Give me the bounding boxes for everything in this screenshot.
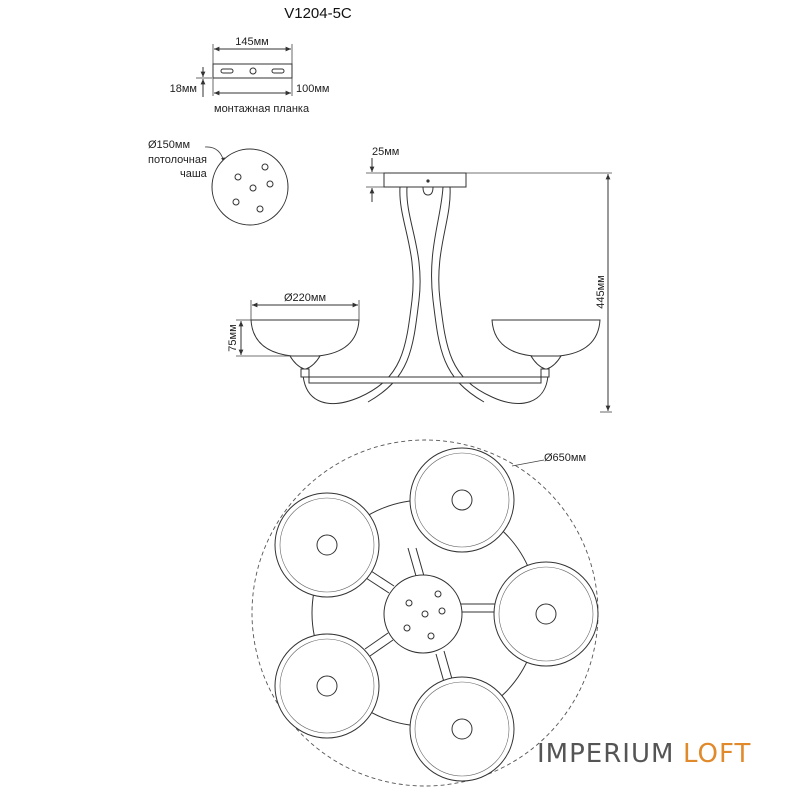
shade-top-5	[409, 676, 515, 782]
canopy-height-label: 25мм	[372, 146, 399, 158]
shade-height-label: 75мм	[227, 324, 239, 351]
stem-left-outer	[302, 186, 414, 404]
side-canopy	[383, 172, 467, 188]
shade-right	[491, 319, 601, 357]
shade-top-3	[493, 561, 599, 667]
canopy-hook	[422, 186, 434, 196]
canopy-hole	[261, 163, 269, 171]
brand-part2: LOFT	[683, 739, 751, 769]
shade-top-1	[409, 447, 515, 553]
canopy-diameter-label: Ø150мм	[148, 139, 190, 151]
shade-left-holder	[289, 355, 321, 370]
canopy-view: Ø150мм потолочная чаша	[148, 139, 289, 226]
canopy-caption-line1: потолочная	[148, 154, 207, 166]
shade-top-4	[274, 633, 380, 739]
total-height-label: 445мм	[595, 275, 607, 308]
side-view: 25мм Ø220мм 75мм 445мм	[227, 146, 612, 413]
center-canopy-top	[383, 574, 463, 654]
overall-diameter-label: Ø650мм	[544, 452, 586, 464]
canopy-hole	[256, 205, 264, 213]
plate-slot-left	[220, 68, 234, 74]
plate-width-label: 145мм	[235, 36, 268, 48]
canopy-hole	[266, 180, 274, 188]
shade-top-2	[274, 492, 380, 598]
mounting-plate-caption: монтажная планка	[214, 103, 310, 115]
shade-left	[250, 319, 360, 357]
plate-center-hole	[249, 67, 257, 75]
brand-part1: IMPERIUM	[537, 739, 674, 769]
stem-right-outer	[438, 186, 549, 404]
canopy-hole	[232, 198, 240, 206]
drawing-title: V1204-5C	[284, 5, 352, 22]
canopy-caption-line2: чаша	[180, 168, 208, 180]
plate-slot-right	[271, 68, 285, 74]
canopy-leader-line	[204, 146, 225, 163]
horizontal-bar	[308, 376, 542, 384]
shade-diameter-label: Ø220мм	[284, 292, 326, 304]
canopy-hole	[234, 173, 242, 181]
hole-spacing-label: 100мм	[296, 83, 329, 95]
plate-height-label: 18мм	[170, 83, 197, 95]
canopy-hole	[249, 184, 257, 192]
mounting-plate-view: 145мм 18мм 100мм монтажная планка	[170, 36, 330, 115]
top-view: Ø650мм	[251, 439, 599, 787]
brand-logo: IMPERIUM LOFT	[537, 739, 751, 769]
shade-right-holder	[530, 355, 562, 370]
